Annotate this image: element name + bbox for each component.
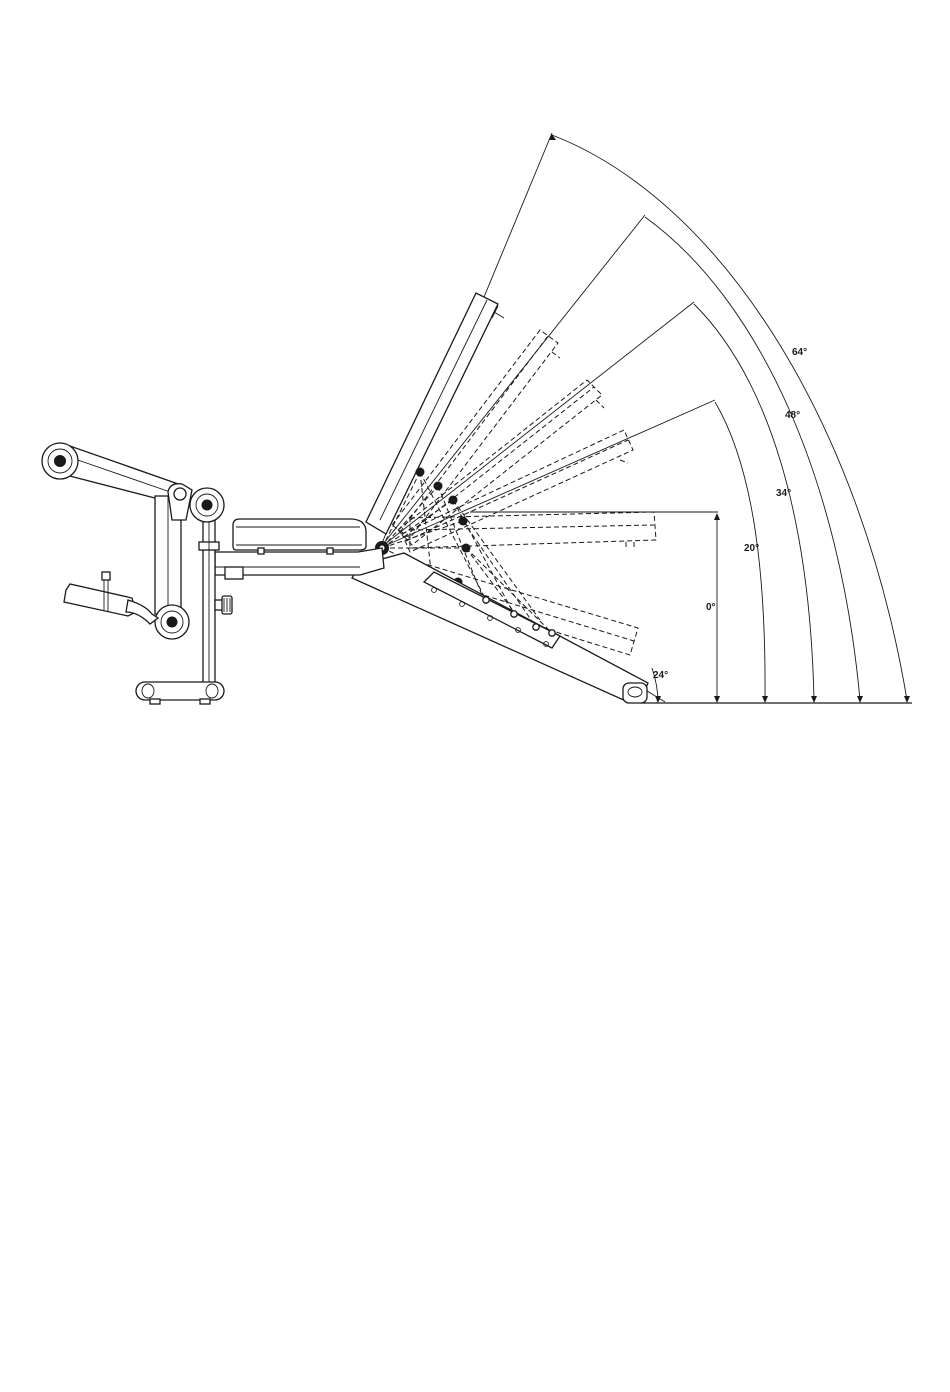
foam-roller-lower (155, 605, 189, 639)
angle-label-34: 34° (776, 488, 791, 499)
backrest-64-position (366, 293, 504, 534)
weight-horn (64, 572, 158, 624)
backrest-0-position (410, 512, 656, 549)
main-frame (215, 548, 384, 579)
angle-label-0: 0° (706, 602, 716, 613)
angle-label-20: 20° (744, 543, 759, 554)
arm-pivot-plate (168, 484, 192, 520)
front-base-foot (136, 682, 224, 704)
angle-arcs (549, 134, 910, 703)
seat-pad (233, 519, 366, 554)
rear-foot (623, 683, 647, 703)
backrest-20-position (402, 430, 633, 552)
foam-roller-top-left (42, 443, 78, 479)
pop-pin-knob (215, 596, 232, 614)
foam-roller-upper (190, 488, 224, 522)
front-post (199, 498, 219, 688)
angle-label-64: 64° (792, 347, 807, 358)
angle-label-48: 48° (785, 410, 800, 421)
angle-label-24: 24° (653, 670, 668, 681)
